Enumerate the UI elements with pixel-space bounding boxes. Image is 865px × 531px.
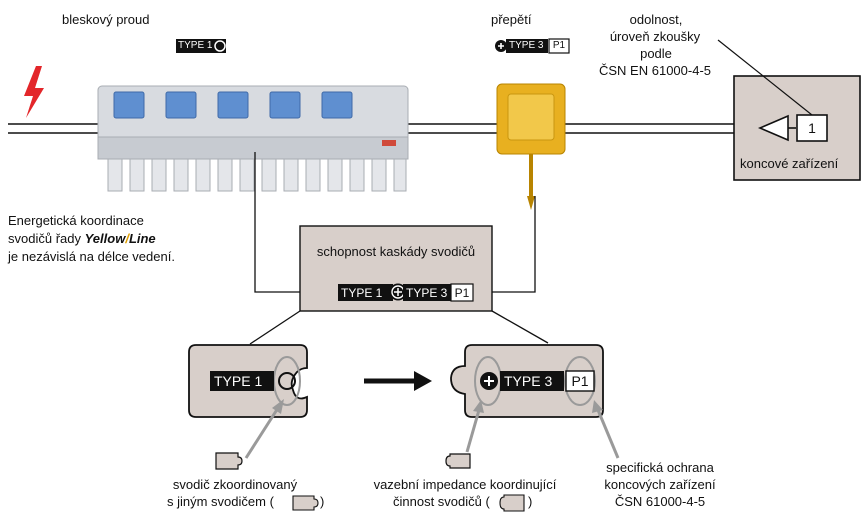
immunity-leader-line [717,39,813,116]
brand-line: Line [128,231,156,246]
caption-right-3: ČSN 61000-4-5 [614,494,706,509]
caption-right-1: specifická ochrana [606,460,714,475]
label-immunity-1: odolnost, [629,12,683,27]
caption-left-2a: s jiným svodičem ( [167,494,274,509]
cascade-connectors [249,152,549,345]
coordination-line-1: Energetická koordinace [8,213,144,228]
brand-slash: / [125,231,129,246]
puzzle-piece-type1 [188,344,308,418]
brand-yellow: Yellow [84,231,126,246]
badge-cascade-type1-text: TYPE 1 [341,286,383,300]
badge-cascade-p1-text: P1 [454,286,470,300]
socket-icon-inline [499,494,525,512]
badge-type1-small [176,39,226,53]
coordination-prefix: svodičů řady [8,231,81,246]
caption-left-1: svodič zkoordinovaný [172,477,298,492]
terminal-level-number: 1 [808,120,816,136]
coordination-line-2: svodičů řady Yellow/Line [8,231,156,247]
caption-mid-2a: činnost svodičů ( [393,494,490,509]
label-lightning-current: bleskový proud [62,12,150,27]
coordination-line-3: je nezávislá na délce vedení. [8,249,175,264]
label-immunity-2: úroveň zkoušky [609,29,701,44]
lightning-arrester-device [97,85,409,192]
cascade-title: schopnost kaskády svodičů [316,244,476,259]
caption-mid-2b: ) [528,494,533,509]
badge-type1-small-text: TYPE 1 [178,40,213,51]
label-terminal-device: koncové zařízení [740,156,839,171]
overvoltage-protector-device [496,83,566,210]
badge-p1-small-text: P1 [552,40,566,51]
puzzle-piece-type3 [450,344,604,418]
puzzle-type3-text: TYPE 3 [504,373,553,389]
caption-mid-1: vazební impedance koordinující [373,477,557,492]
label-overvoltage: přepětí [491,12,532,27]
label-immunity-4: ČSN EN 61000-4-5 [599,63,711,78]
lightning-bolt-icon [24,66,44,118]
puzzle-type1-text: TYPE 1 [214,373,263,389]
badge-cascade [338,283,474,302]
plug-icon [215,452,243,470]
socket-icon [445,453,471,469]
badge-type3-small [495,38,570,54]
pointer-arrows [244,399,620,459]
puzzle-p1-text: P1 [571,373,589,389]
label-immunity-3: podle [640,46,672,61]
terminal-device-box [733,75,861,181]
badge-type3-small-text: TYPE 3 [509,40,544,51]
caption-left-2b: ) [320,494,325,509]
arrow-right-icon [364,371,432,391]
caption-right-2: koncových zařízení [604,477,716,492]
badge-cascade-type3-text: TYPE 3 [406,286,448,300]
plug-icon-inline [292,495,319,511]
